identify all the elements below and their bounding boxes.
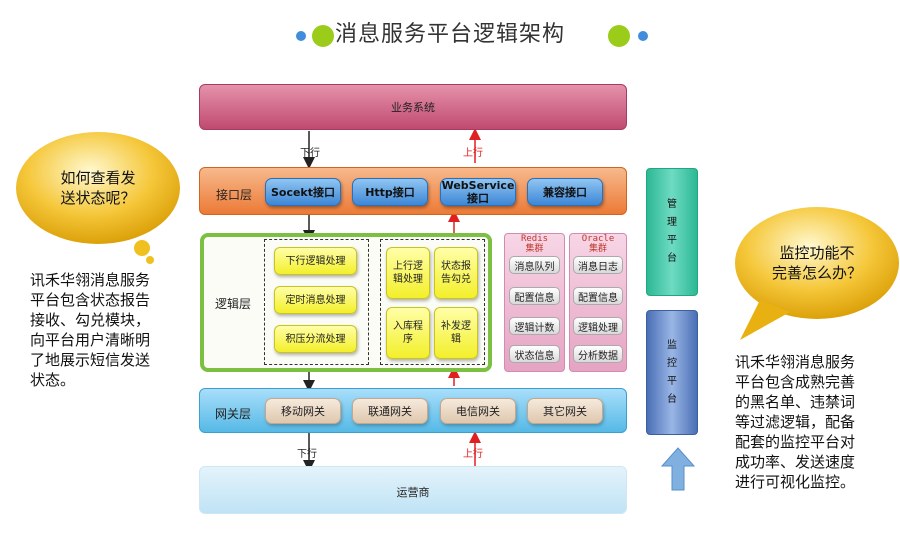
big-up-arrow	[660, 447, 696, 491]
management-platform: 管理 平台	[646, 168, 698, 296]
decor-dot-blue-right	[638, 31, 648, 41]
logic-resend: 补发逻 辑	[434, 307, 478, 359]
logic-scheduled-message: 定时消息处理	[274, 286, 357, 314]
decor-dot-blue-left	[296, 31, 306, 41]
interface-layer-label: 接口层	[216, 188, 253, 202]
gateway-unicom: 联通网关	[352, 398, 428, 424]
down-label-1: 下行	[300, 148, 320, 159]
right-description: 讯禾华翎消息服务 平台包含成熟完善 的黑名单、违禁词 等过滤逻辑，配备 配套的监…	[735, 353, 856, 491]
left-bubble-shape	[16, 132, 180, 264]
monitoring-platform: 监控 平台	[646, 310, 698, 435]
redis-status-info: 状态信息	[509, 345, 560, 363]
operator-layer-label: 运营商	[396, 486, 430, 499]
right-bubble-shape	[735, 207, 899, 340]
oracle-config-info: 配置信息	[573, 287, 623, 305]
interface-socket: Socekt接口	[265, 178, 341, 206]
left-bubble-text: 如何查看发 送状态呢？	[60, 169, 136, 207]
oracle-logic-process: 逻辑处理	[573, 317, 623, 335]
operator-layer	[199, 466, 627, 514]
interface-compatible: 兼容接口	[527, 178, 603, 206]
logic-uplink-process: 上行逻 辑处理	[386, 247, 430, 299]
logic-backlog-shunt: 积压分流处理	[274, 325, 357, 353]
down-label-2: 下行	[297, 449, 317, 460]
redis-cluster-title: Redis 集群	[520, 234, 549, 254]
page-title: 消息服务平台逻辑架构	[334, 22, 565, 47]
interface-webservice: WebService 接口	[440, 178, 516, 206]
decor-dot-green-right	[608, 25, 630, 47]
up-label-1: 上行	[463, 148, 483, 159]
redis-logic-count: 逻辑计数	[509, 317, 560, 335]
oracle-message-log: 消息日志	[573, 256, 623, 274]
business-layer-label: 业务系统	[391, 101, 435, 114]
up-label-2: 上行	[463, 449, 483, 460]
business-layer	[199, 84, 627, 130]
logic-group-downlink	[264, 239, 369, 365]
redis-message-queue: 消息队列	[509, 256, 560, 274]
decor-dot-green-left	[312, 25, 334, 47]
oracle-cluster-title: Oracle 集群	[581, 234, 615, 254]
gateway-layer-label: 网关层	[215, 407, 252, 421]
logic-storage-program: 入库程 序	[386, 307, 430, 359]
oracle-analysis-data: 分析数据	[573, 345, 623, 363]
logic-group-uplink	[380, 239, 485, 365]
gateway-telecom: 电信网关	[440, 398, 516, 424]
left-description: 讯禾华翎消息服务 平台包含状态报告 接收、勾兑模块， 向平台用户清晰明 了地展示…	[30, 271, 151, 389]
right-bubble-text: 监控功能不 完善怎么办？	[771, 244, 862, 282]
gateway-mobile: 移动网关	[265, 398, 341, 424]
gateway-other: 其它网关	[527, 398, 603, 424]
logic-status-report: 状态报 告勾兑	[434, 247, 478, 299]
redis-config-info: 配置信息	[509, 287, 560, 305]
interface-http: Http接口	[352, 178, 428, 206]
logic-layer-label: 逻辑层	[215, 297, 252, 311]
logic-downlink-process: 下行逻辑处理	[274, 247, 357, 275]
